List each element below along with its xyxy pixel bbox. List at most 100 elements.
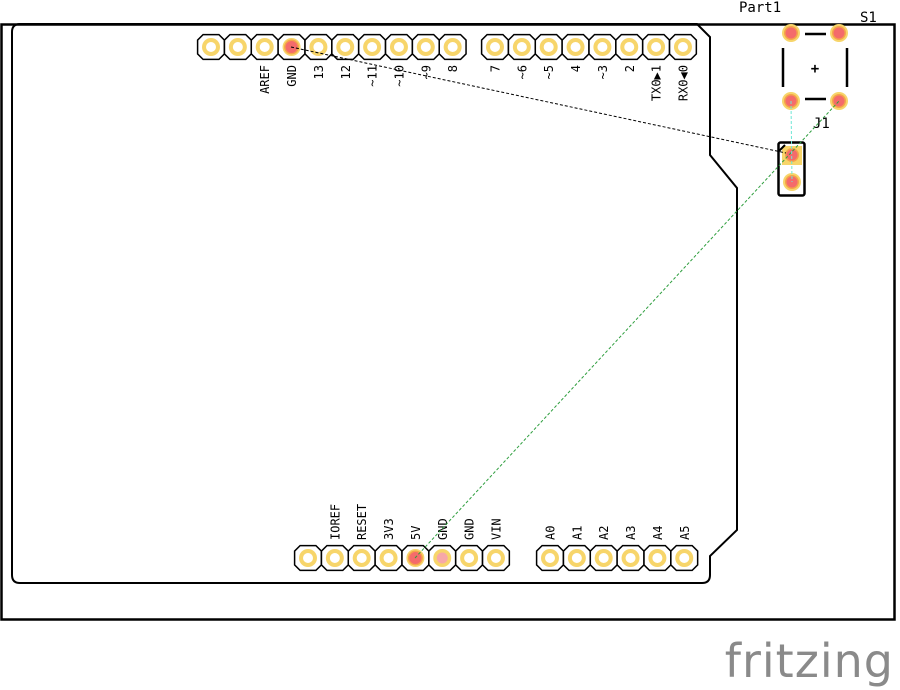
pin-label: IOREF	[328, 504, 342, 540]
pad-hole	[652, 553, 663, 563]
switch-pad[interactable]	[830, 24, 848, 42]
pad-hole	[545, 553, 555, 563]
pin-label: 5V	[409, 526, 423, 540]
switch-symbol: +	[811, 61, 819, 77]
s1-label: S1	[860, 10, 877, 26]
header-pin-analog[interactable]	[589, 544, 618, 572]
switch-pad[interactable]	[782, 24, 800, 42]
header-pin-power[interactable]	[481, 544, 511, 572]
pad-hole	[420, 42, 431, 52]
pad-hole	[570, 42, 581, 52]
header-pin-analog[interactable]	[670, 544, 699, 572]
pin-label: A0	[544, 526, 558, 540]
switch-s1[interactable]: +	[781, 24, 849, 110]
ratsnest-wire-s1-j1[interactable]	[790, 100, 793, 183]
header-pin-digital-right[interactable]	[615, 33, 644, 61]
header-pin-digital-left[interactable]	[223, 33, 252, 61]
pad-hole	[436, 552, 448, 564]
header-pin-digital-left[interactable]	[196, 33, 226, 61]
header-pin-digital-right[interactable]	[507, 33, 536, 61]
arduino-shield-outline[interactable]	[11, 23, 738, 584]
pad-hole	[624, 42, 635, 52]
j1-label: J1	[813, 116, 830, 132]
pad-hole	[393, 42, 404, 52]
pin-label: 7	[489, 65, 503, 72]
pad-hole	[232, 42, 243, 52]
header-pin-digital-left[interactable]	[384, 33, 414, 61]
pin-label: ~10	[392, 65, 406, 87]
pin-label: 2	[623, 65, 637, 72]
header-pin-digital-left[interactable]	[411, 33, 440, 61]
pad-hole	[367, 42, 378, 52]
pad-hole	[543, 42, 554, 52]
pin-label: A1	[570, 526, 584, 540]
pin-label: ~3	[596, 65, 610, 79]
pad-hole	[677, 42, 688, 52]
pin-label: RX0◀0	[676, 65, 690, 101]
pin-label: 13	[312, 65, 326, 79]
header-pin-power[interactable]	[320, 544, 349, 572]
pin-label: VIN	[489, 518, 503, 540]
pad-hole	[464, 553, 475, 563]
pin-label: A3	[624, 526, 638, 540]
header-pin-power[interactable]	[347, 544, 376, 572]
pad-hole	[625, 553, 636, 563]
pin-label: TX0▶1	[650, 65, 664, 101]
pad-hole	[303, 553, 313, 563]
pad-hole	[516, 42, 527, 52]
fritzing-logo: fritzing	[724, 634, 894, 688]
pad-hole	[679, 553, 690, 563]
header-pin-analog[interactable]	[616, 544, 645, 572]
pin-label: AREF	[258, 65, 272, 94]
pin-label: ~5	[542, 65, 556, 79]
pad-hole	[313, 42, 324, 52]
header-pin-digital-right[interactable]	[534, 33, 563, 61]
pad-hole	[571, 553, 582, 563]
pin-label: A5	[678, 526, 692, 540]
header-pin-digital-right[interactable]	[480, 33, 510, 61]
pin-label: 4	[569, 65, 583, 72]
pad-hole	[597, 42, 608, 52]
header-pin-digital-left[interactable]	[331, 33, 360, 61]
pin-label: 12	[339, 65, 353, 79]
header-pin-digital-left[interactable]	[304, 33, 333, 61]
header-pin-digital-right[interactable]	[668, 33, 698, 61]
pad-hole	[329, 553, 340, 563]
pad-hole	[383, 553, 394, 563]
pin-label: ~9	[419, 65, 433, 79]
pin-label: ~11	[366, 65, 380, 87]
pad-hole	[490, 42, 500, 52]
header-pin-digital-right[interactable]	[561, 33, 590, 61]
header-pin-power[interactable]	[428, 544, 457, 572]
header-pin-digital-left[interactable]	[438, 33, 467, 61]
pad-hole	[356, 553, 367, 563]
arduino-headers	[196, 33, 699, 572]
header-pin-power[interactable]	[374, 544, 403, 572]
header-pin-digital-right[interactable]	[641, 33, 671, 61]
pin-label: RESET	[355, 504, 369, 540]
header-pin-power[interactable]	[454, 544, 484, 572]
connector-j1[interactable]	[777, 141, 806, 197]
header-pin-analog[interactable]	[643, 544, 672, 572]
ratsnest-wire-gnd-j1[interactable]	[290, 46, 787, 154]
ratsnest-wire-5v-s1[interactable]	[414, 100, 840, 559]
pin-label: A4	[651, 526, 665, 540]
part1-label: Part1	[739, 0, 781, 16]
pin-label: GND	[285, 65, 299, 87]
pin-label: GND	[436, 518, 450, 540]
header-pin-digital-right[interactable]	[588, 33, 617, 61]
pin-label: 8	[446, 65, 460, 72]
switch-pad[interactable]	[830, 92, 848, 110]
pad-hole	[490, 553, 501, 563]
header-pin-analog[interactable]	[562, 544, 591, 572]
header-pin-digital-left[interactable]	[357, 33, 387, 61]
pad-hole	[206, 42, 216, 52]
header-pin-analog[interactable]	[535, 544, 565, 572]
pad-hole	[651, 42, 662, 52]
j1-pin-1[interactable]	[782, 146, 802, 165]
pad-hole	[340, 42, 351, 52]
header-pin-power[interactable]	[293, 544, 323, 572]
header-pin-digital-left[interactable]	[250, 33, 279, 61]
